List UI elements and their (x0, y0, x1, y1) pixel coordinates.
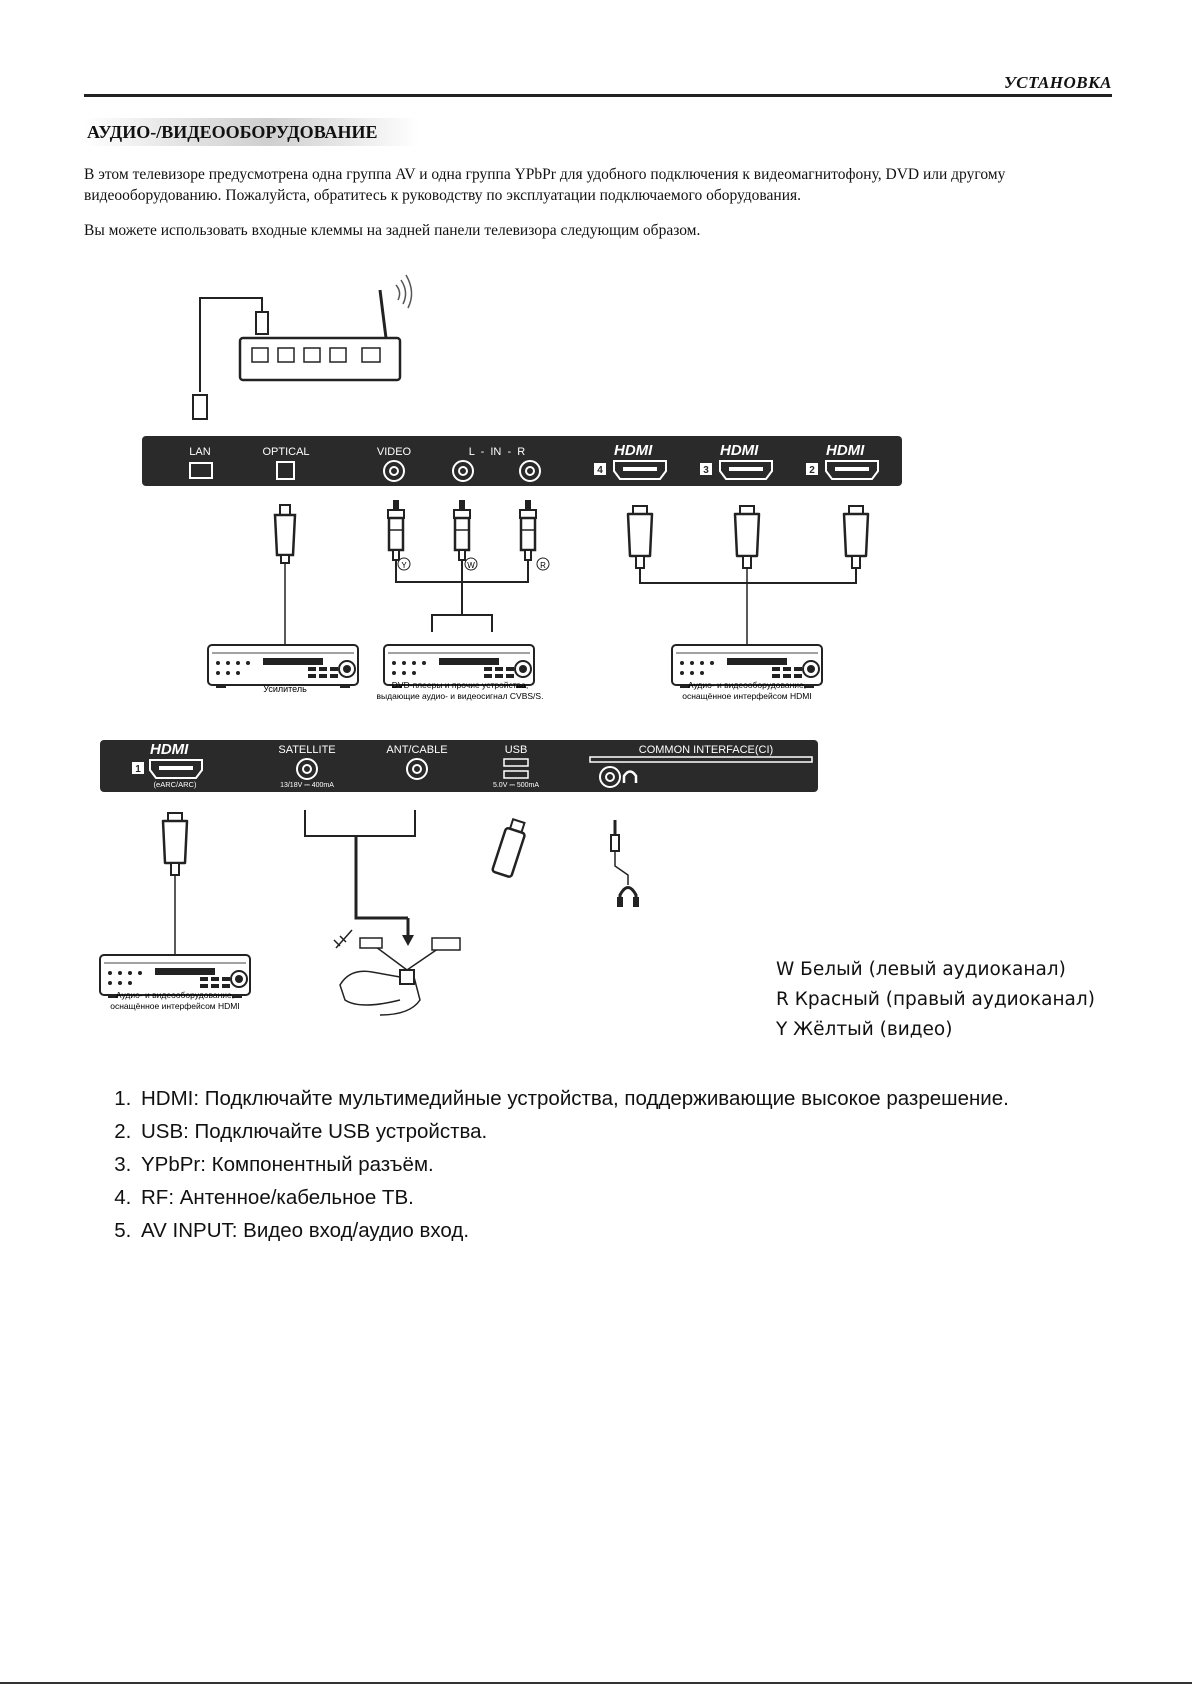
header-section-title: УСТАНОВКА (1003, 73, 1112, 92)
usage-item-av-input: AV INPUT: Видео вход/аудио вход. (137, 1216, 1037, 1246)
tv-panel-top: LAN OPTICAL VIDEO L - IN - R HDMI 4 HDMI… (142, 436, 902, 486)
antenna-splitter-icon (333, 929, 461, 1016)
port-label-usb: USB (505, 744, 528, 756)
hdmi-device-bottom: Аудио- и видеооборудование, оснащённое и… (99, 954, 251, 1011)
port-label-audio-in: L - IN - R (469, 446, 525, 458)
port-label-satellite: SATELLITE (278, 744, 335, 756)
cable-mark-y: Y (401, 561, 407, 570)
hdmi-device-bottom-label-line2: оснащённое интерфейсом HDMI (110, 1001, 239, 1011)
header-rule (84, 94, 1112, 97)
hdmi-logo: HDMI (614, 442, 653, 459)
dvd-label-line2: выдающие аудио- и видеосигнал CVBS/S. (377, 691, 544, 701)
amplifier-label: Усилитель (263, 684, 307, 694)
hdmi-logo: HDMI (826, 442, 865, 459)
hdmi-cable-bottom (161, 811, 189, 955)
hdmi-device-top: Аудио- и видеооборудование, оснащённое и… (671, 644, 823, 701)
cable-mark-w: W (467, 561, 475, 570)
hdmi-number-3: 3 (703, 465, 709, 476)
usb-spec: 5.0V ⎓ 500mA (493, 782, 539, 789)
headphones-icon (610, 820, 639, 907)
hdmi-cables-top (626, 504, 870, 645)
hdmi-device-label-line1: Аудио- и видеооборудование, (688, 680, 806, 690)
usb-stick-icon (491, 817, 526, 878)
usage-item-rf: RF: Антенное/кабельное ТВ. (137, 1183, 1037, 1213)
usage-paragraph: Вы можете использовать входные клеммы на… (84, 222, 701, 239)
hdmi-earc-label: (eARC/ARC) (154, 780, 197, 789)
hdmi-device-label-line2: оснащённое интерфейсом HDMI (682, 691, 811, 701)
port-label-video: VIDEO (377, 446, 412, 458)
hdmi-logo: HDMI (720, 442, 759, 459)
dvd-device: DVD-плееры и прочие устройства, выдающие… (377, 644, 544, 701)
usage-item-hdmi: HDMI: Подключайте мультимедийные устройс… (137, 1084, 1037, 1114)
intro-paragraph: В этом телевизоре предусмотрена одна гру… (84, 166, 1006, 204)
hdmi-number-1: 1 (135, 764, 141, 775)
usage-item-ypbpr: YPbPr: Компонентный разъём. (137, 1150, 1037, 1180)
port-label-lan: LAN (189, 446, 210, 458)
router-icon (238, 274, 413, 382)
legend-yellow: Y Жёлтый (видео) (776, 1019, 953, 1040)
optical-cable (273, 504, 297, 645)
port-label-ci: COMMON INTERFACE(CI) (639, 744, 773, 756)
port-label-ant-cable: ANT/CABLE (386, 744, 447, 756)
legend-white: W Белый (левый аудиоканал) (776, 959, 1066, 980)
section-title: АУДИО-/ВИДЕООБОРУДОВАНИЕ (84, 118, 419, 146)
antenna-cables (304, 810, 461, 1016)
hdmi-number-4: 4 (597, 465, 603, 476)
hdmi-logo: HDMI (150, 741, 189, 758)
usage-list: HDMI: Подключайте мультимедийные устройс… (105, 1084, 1037, 1249)
port-label-optical: OPTICAL (262, 446, 309, 458)
lan-cable (192, 297, 269, 420)
legend-red: R Красный (правый аудиоканал) (776, 989, 1095, 1010)
tv-panel-bottom: HDMI 1 (eARC/ARC) SATELLITE 13/18V ⎓ 400… (100, 740, 818, 792)
hdmi-device-bottom-label-line1: Аудио- и видеооборудование, (116, 990, 234, 1000)
footer-rule (0, 1682, 1192, 1684)
dvd-label-line1: DVD-плееры и прочие устройства, (392, 680, 528, 690)
amplifier-device: Усилитель (207, 644, 359, 694)
cable-mark-r: R (540, 561, 546, 570)
satellite-spec: 13/18V ⎓ 400mA (280, 782, 334, 789)
usage-item-usb: USB: Подключайте USB устройства. (137, 1117, 1037, 1147)
rca-cables: Y W R (386, 498, 550, 632)
color-legend: W Белый (левый аудиоканал) R Красный (пр… (776, 955, 1095, 1045)
hdmi-number-2: 2 (809, 465, 815, 476)
